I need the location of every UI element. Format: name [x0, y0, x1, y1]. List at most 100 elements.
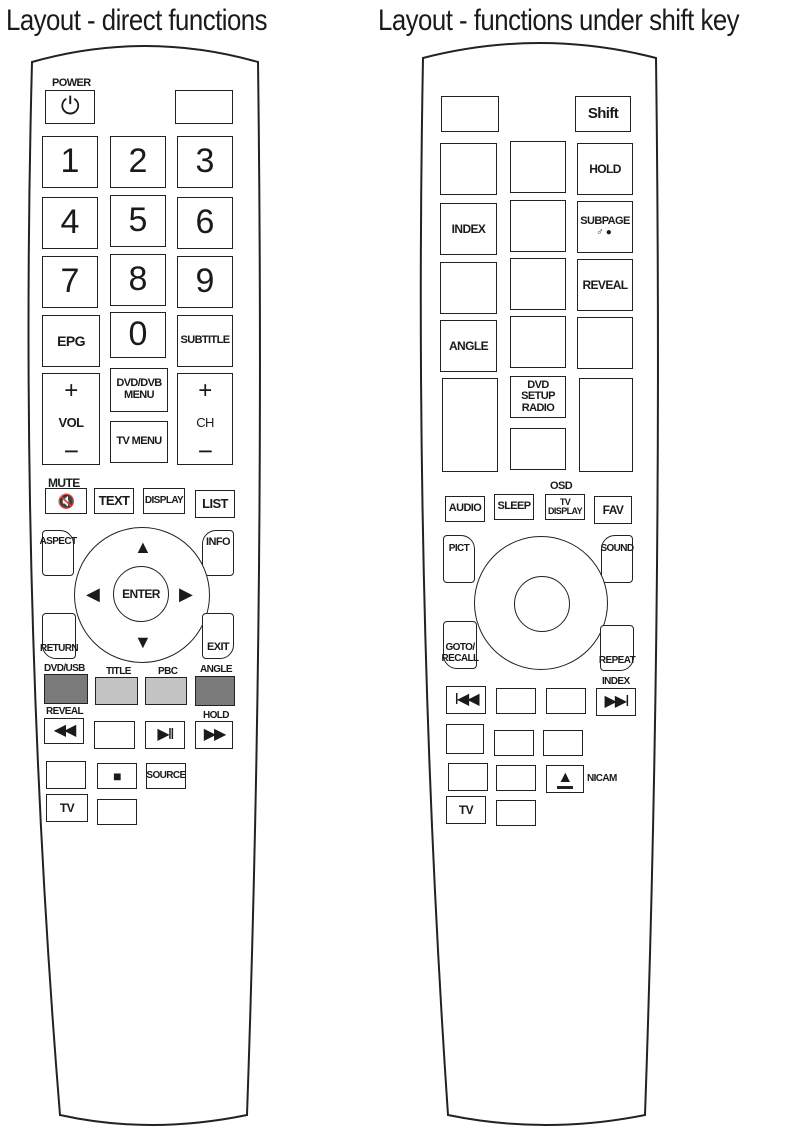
- blank-button-shift-v1[interactable]: [448, 763, 488, 791]
- number-button-6[interactable]: 6: [177, 197, 233, 249]
- tv-button-shift[interactable]: TV: [446, 796, 486, 824]
- power-button[interactable]: ⏻: [45, 90, 95, 124]
- index-label-transport: INDEX: [602, 676, 630, 687]
- dvd-dvb-menu-button[interactable]: DVD/DVB MENU: [110, 368, 168, 412]
- blank-button-shift-bottom[interactable]: [496, 800, 536, 826]
- dvd-setup-radio-button[interactable]: DVD SETUP RADIO: [510, 376, 566, 418]
- audio-button[interactable]: AUDIO: [445, 496, 485, 522]
- blank-button-shift-u1[interactable]: [446, 724, 484, 754]
- index-button[interactable]: INDEX: [440, 203, 497, 255]
- previous-track-icon: I◀◀: [454, 690, 479, 708]
- rewind-icon: ◀◀: [53, 721, 77, 739]
- sleep-button[interactable]: SLEEP: [494, 494, 534, 520]
- mute-icon: 🔇: [57, 492, 75, 509]
- nav-right-icon[interactable]: ▶: [179, 584, 193, 604]
- fast-forward-icon: ▶▶: [203, 725, 227, 743]
- play-pause-icon: ▶II: [157, 725, 174, 743]
- return-button[interactable]: RETURN: [40, 613, 79, 659]
- fast-forward-button[interactable]: ▶▶: [195, 721, 233, 749]
- yellow-key-pbc[interactable]: [145, 677, 187, 705]
- rewind-button[interactable]: ◀◀: [44, 718, 84, 744]
- info-button[interactable]: INFO: [202, 530, 234, 576]
- nav-up-icon[interactable]: ▲: [134, 537, 152, 557]
- tv-display-button[interactable]: TV DISPLAY: [545, 494, 585, 520]
- mute-button[interactable]: 🔇: [45, 488, 87, 514]
- blank-button-shift-t3[interactable]: [546, 688, 586, 714]
- nicam-label: NICAM: [587, 773, 617, 784]
- channel-up-button[interactable]: +: [198, 377, 212, 404]
- nav-left-icon[interactable]: ◀: [86, 584, 100, 604]
- blank-button-top-right[interactable]: [175, 90, 233, 124]
- blank-button-shift-r3c2[interactable]: [510, 258, 566, 310]
- blank-button-shift-r1c1[interactable]: [440, 143, 497, 195]
- blank-button-shift-r4c3[interactable]: [577, 317, 633, 369]
- blank-button-shift-tv-menu[interactable]: [510, 428, 566, 470]
- number-button-8[interactable]: 8: [110, 254, 166, 306]
- volume-down-button[interactable]: −: [63, 435, 79, 466]
- number-button-1[interactable]: 1: [42, 136, 98, 188]
- eject-icon: ▲: [557, 769, 573, 789]
- volume-rocker[interactable]: + VOL −: [42, 373, 100, 465]
- repeat-button[interactable]: REPEAT: [599, 625, 636, 671]
- blank-button-shift-u2[interactable]: [494, 730, 534, 756]
- blank-button-shift-right-rocker[interactable]: [579, 378, 633, 472]
- number-button-4[interactable]: 4: [42, 197, 98, 249]
- list-button[interactable]: LIST: [195, 490, 235, 518]
- red-key-dvd-usb[interactable]: [44, 674, 88, 704]
- tv-button[interactable]: TV: [46, 794, 88, 822]
- subpage-label: SUBPAGE: [580, 214, 630, 227]
- enter-button-shift[interactable]: [514, 576, 570, 632]
- blank-button-shift-left-rocker[interactable]: [442, 378, 498, 472]
- shift-button[interactable]: Shift: [575, 96, 631, 132]
- volume-up-button[interactable]: +: [64, 377, 78, 404]
- number-button-3[interactable]: 3: [177, 136, 233, 188]
- reveal-button[interactable]: REVEAL: [577, 259, 633, 311]
- volume-label: VOL: [58, 414, 85, 430]
- play-pause-button[interactable]: ▶II: [145, 721, 185, 749]
- hold-button[interactable]: HOLD: [577, 143, 633, 195]
- nav-down-icon[interactable]: ▼: [134, 632, 152, 652]
- epg-button[interactable]: EPG: [42, 315, 100, 367]
- pict-button[interactable]: PICT: [443, 535, 475, 583]
- goto-recall-button[interactable]: GOTO/ RECALL: [442, 621, 479, 669]
- blank-button-shift-r3c1[interactable]: [440, 262, 497, 314]
- blank-button-transport[interactable]: [94, 721, 135, 749]
- angle-button[interactable]: ANGLE: [440, 320, 497, 372]
- subpage-button[interactable]: SUBPAGE ♂●: [577, 201, 633, 253]
- number-button-0[interactable]: 0: [110, 312, 166, 358]
- fav-button[interactable]: FAV: [594, 496, 632, 524]
- number-button-2[interactable]: 2: [110, 136, 166, 188]
- blank-button-shift-u3[interactable]: [543, 730, 583, 756]
- blue-key-angle[interactable]: [195, 676, 235, 706]
- channel-rocker[interactable]: + CH −: [177, 373, 233, 465]
- aspect-button[interactable]: ASPECT: [40, 530, 77, 576]
- eject-button[interactable]: ▲: [546, 765, 584, 793]
- power-icon: ⏻: [60, 93, 80, 121]
- blank-button-shift-v2[interactable]: [496, 765, 536, 791]
- blank-button-top-left-shift[interactable]: [441, 96, 499, 132]
- tv-menu-button[interactable]: TV MENU: [110, 421, 168, 463]
- blank-button-shift-r4c2[interactable]: [510, 316, 566, 368]
- green-key-title[interactable]: [95, 677, 138, 705]
- subtitle-button[interactable]: SUBTITLE: [177, 315, 233, 367]
- next-track-icon: ▶▶I: [604, 692, 629, 710]
- next-track-button[interactable]: ▶▶I: [596, 688, 636, 716]
- stop-button[interactable]: ■: [97, 763, 137, 789]
- sound-button[interactable]: SOUND: [600, 535, 634, 583]
- enter-button[interactable]: ENTER: [113, 566, 169, 622]
- number-button-5[interactable]: 5: [110, 195, 166, 247]
- text-button[interactable]: TEXT: [94, 488, 134, 514]
- display-button[interactable]: DISPLAY: [143, 488, 185, 514]
- blank-button-shift-r1c2[interactable]: [510, 141, 566, 193]
- channel-down-button[interactable]: −: [197, 435, 213, 466]
- blank-button-lower-left[interactable]: [46, 761, 86, 789]
- previous-track-button[interactable]: I◀◀: [446, 686, 486, 714]
- title-label: TITLE: [106, 666, 131, 677]
- number-button-9[interactable]: 9: [177, 256, 233, 308]
- number-button-7[interactable]: 7: [42, 256, 98, 308]
- exit-button[interactable]: EXIT: [202, 613, 234, 659]
- source-button[interactable]: SOURCE: [146, 763, 186, 789]
- blank-button-bottom[interactable]: [97, 799, 137, 825]
- blank-button-shift-r2c2[interactable]: [510, 200, 566, 252]
- blank-button-shift-t2[interactable]: [496, 688, 536, 714]
